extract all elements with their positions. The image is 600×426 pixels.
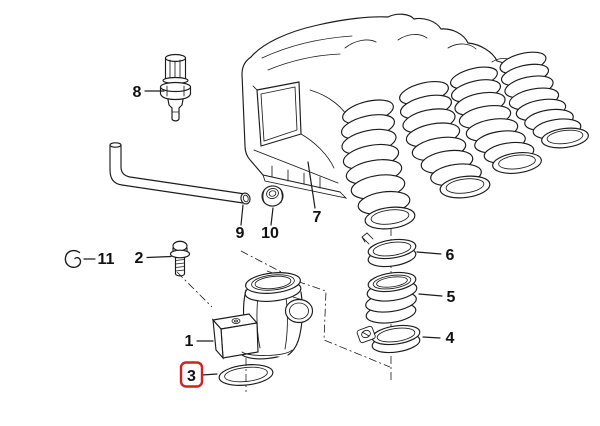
callout-2[interactable]: 2 xyxy=(135,250,172,267)
callout-3-label[interactable]: 3 xyxy=(187,368,196,385)
part-1-throttle-body[interactable] xyxy=(211,270,314,361)
callout-1[interactable]: 1 xyxy=(185,333,214,350)
callout-6[interactable]: 6 xyxy=(416,247,455,264)
callout-10[interactable]: 10 xyxy=(261,207,279,242)
callout-7[interactable]: 7 xyxy=(307,161,322,226)
callout-9-label[interactable]: 9 xyxy=(236,225,245,242)
callout-3-highlighted[interactable]: 3 xyxy=(179,361,218,388)
runner-tube-1 xyxy=(341,99,416,230)
callout-9[interactable]: 9 xyxy=(236,204,245,242)
callout-6-label[interactable]: 6 xyxy=(446,247,455,264)
callout-11[interactable]: 11 xyxy=(83,251,115,268)
callout-5[interactable]: 5 xyxy=(418,289,456,306)
part-2-screw[interactable] xyxy=(169,240,191,277)
part-7-intake-air-collector[interactable] xyxy=(241,13,525,199)
part-10-grommet[interactable] xyxy=(260,184,285,209)
callout-10-label[interactable]: 10 xyxy=(261,225,279,242)
callout-8-label[interactable]: 8 xyxy=(133,84,142,101)
runner-tube-3 xyxy=(450,66,542,174)
callout-5-label[interactable]: 5 xyxy=(447,289,456,306)
callout-7-label[interactable]: 7 xyxy=(313,209,322,226)
callout-8[interactable]: 8 xyxy=(133,84,165,101)
highlight-box xyxy=(179,361,204,388)
part-5-intake-sleeve[interactable] xyxy=(364,270,418,326)
part-3-o-ring[interactable] xyxy=(218,362,274,388)
callout-11-label[interactable]: 11 xyxy=(98,251,115,268)
part-4-hose-clamp-lower[interactable] xyxy=(356,323,421,356)
callout-1-label[interactable]: 1 xyxy=(185,333,194,350)
part-6-hose-clamp-upper[interactable] xyxy=(361,232,417,269)
part-11-clip[interactable] xyxy=(64,249,82,268)
callout-4[interactable]: 4 xyxy=(422,330,455,347)
part-9-hose[interactable] xyxy=(109,142,251,205)
runner-tube-2 xyxy=(399,80,491,199)
callout-2-label[interactable]: 2 xyxy=(135,250,144,267)
part-8-temperature-sensor[interactable] xyxy=(159,53,192,122)
runner-tube-4 xyxy=(499,51,589,149)
callout-4-label[interactable]: 4 xyxy=(446,330,455,347)
